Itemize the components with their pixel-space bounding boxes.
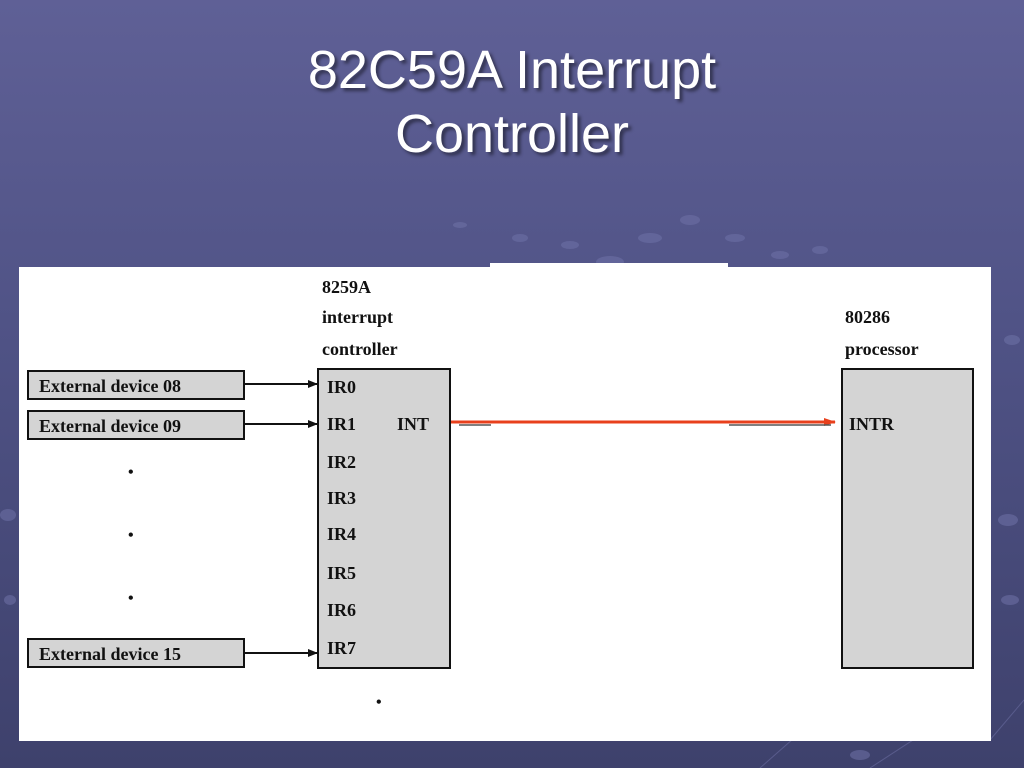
device-09-box: [27, 410, 245, 440]
controller-label-line-2: interrupt: [322, 307, 393, 327]
device-09-label: External device 09: [39, 416, 181, 436]
ir7-pin-label: IR7: [327, 638, 356, 658]
ir6-pin-label: IR6: [327, 600, 356, 620]
device-09: External device 09: [27, 410, 245, 440]
device-15-label: External device 15: [39, 644, 181, 664]
ir5-pin-label: IR5: [327, 563, 356, 583]
ellipsis-dot-3: •: [128, 590, 134, 607]
ellipsis-dot-1: •: [128, 464, 134, 481]
processor-box: [841, 368, 974, 669]
ir3-pin-label: IR3: [327, 488, 356, 508]
device-08-label: External device 08: [39, 376, 181, 396]
ellipsis-dot-4: •: [376, 694, 382, 711]
slide-title-line-2: Controller: [394, 104, 630, 164]
device-08-box: [27, 370, 245, 400]
processor-label-line-1: 80286: [845, 307, 890, 327]
controller-label-line-1: 8259A: [322, 277, 371, 297]
device-15-box: [27, 638, 245, 668]
ir4-pin-label: IR4: [327, 524, 356, 544]
intr-pin-label: INTR: [849, 414, 895, 434]
interrupt-diagram: 8259A interrupt controller 80286 process…: [27, 277, 974, 711]
slide-title: 82C59A Interrupt Controller: [0, 38, 1024, 166]
interrupt-diagram-figure: 8259A interrupt controller 80286 process…: [19, 267, 991, 741]
controller-chip-box: [317, 368, 451, 669]
ir2-pin-label: IR2: [327, 452, 356, 472]
ir0-pin-label: IR0: [327, 377, 356, 397]
ir1-pin-label: IR1: [327, 414, 356, 434]
device-15: External device 15: [27, 638, 245, 668]
device-08: External device 08: [27, 370, 245, 400]
processor-label-line-2: processor: [845, 339, 919, 359]
slide-title-line-1: 82C59A Interrupt: [307, 40, 717, 100]
ellipsis-dot-2: •: [128, 527, 134, 544]
int-pin-label: INT: [397, 414, 429, 434]
controller-label-line-3: controller: [322, 339, 398, 359]
